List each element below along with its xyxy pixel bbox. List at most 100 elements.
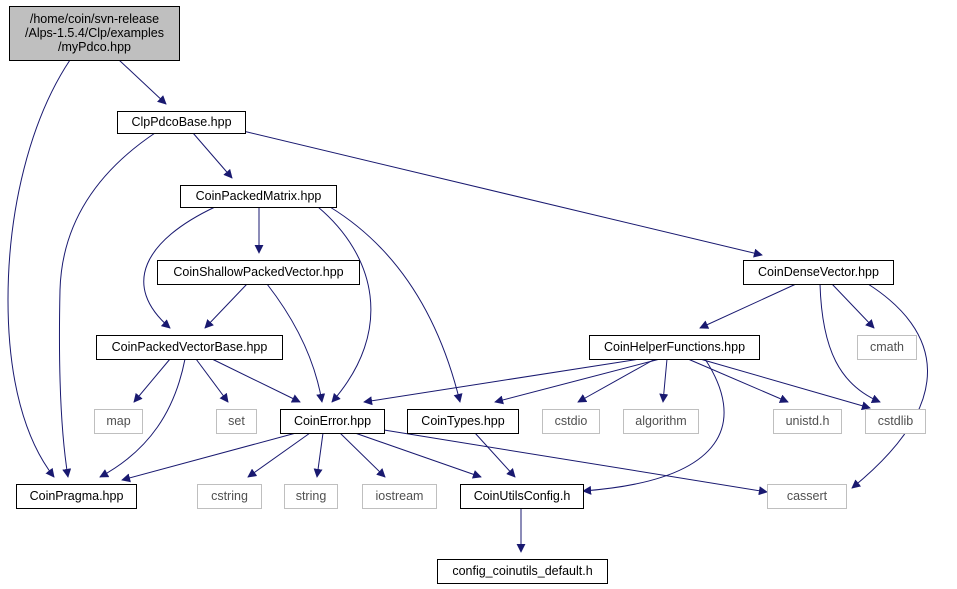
edge-coinhelperfunctions-to-coinutilsconfig [582,358,725,495]
node-map: map [94,409,143,434]
node-cstdlib: cstdlib [865,409,926,434]
edge-coinpackedmatrix-to-coinerror [317,206,372,403]
node-box [96,335,283,360]
node-box [743,260,894,285]
node-label: /home/coin/svn-release [30,12,159,26]
node-box [589,335,760,360]
edge-coinpackedmatrix-to-cointypes [329,206,463,403]
node-cstdio: cstdio [542,409,600,434]
node-label: CoinPackedMatrix.hpp [196,189,322,203]
node-label: /Alps-1.5.4/Clp/examples [25,26,164,40]
node-label: config_coinutils_default.h [452,564,592,578]
edge-coindensevector-to-cstdlib [819,283,881,403]
node-cassert: cassert [767,484,847,509]
node-string: string [284,484,338,509]
node-label: CoinHelperFunctions.hpp [604,340,745,354]
node-label: set [228,414,245,428]
node-label: CoinTypes.hpp [421,414,504,428]
node-box [542,409,600,434]
edge-coinerror-to-coinpragma [121,432,297,483]
node-box [16,484,137,509]
node-algorithm: algorithm [623,409,699,434]
edge-coinpackedvectorbase-to-coinpragma [99,358,186,478]
node-label: CoinDenseVector.hpp [758,265,879,279]
edge-coinpackedvectorbase-to-set [195,358,229,403]
node-box [180,185,337,208]
node-label: /myPdco.hpp [58,40,131,54]
node-box [857,335,917,360]
node-label: cstdlib [878,414,913,428]
node-cstring: cstring [197,484,262,509]
edge-coindensevector-to-coinhelperfunctions [699,283,797,329]
node-label: iostream [376,489,424,503]
edge-coindensevector-to-cassert [851,283,928,489]
node-clppdcobase[interactable]: ClpPdcoBase.hpp [117,111,246,134]
node-label: map [106,414,130,428]
edge-mypdco-to-coinpragma [7,59,71,478]
edge-coinerror-to-cstring [247,432,311,478]
node-box [460,484,584,509]
edge-coinhelperfunctions-to-cointypes [494,358,661,405]
node-box [280,409,385,434]
edge-coinhelperfunctions-to-algorithm [659,358,669,403]
node-configdefault[interactable]: config_coinutils_default.h [437,559,608,584]
node-label: cstdio [555,414,588,428]
node-box [362,484,437,509]
edges-layer [7,59,928,553]
node-label: CoinPackedVectorBase.hpp [112,340,268,354]
node-coinshallowpackedvector[interactable]: CoinShallowPackedVector.hpp [157,260,360,285]
node-coinerror[interactable]: CoinError.hpp [280,409,385,434]
node-label: string [296,489,327,503]
nodes-layer: /home/coin/svn-release/Alps-1.5.4/Clp/ex… [9,6,926,584]
edge-clppdcobase-to-coinpackedmatrix [192,132,233,179]
node-box [216,409,257,434]
node-box [623,409,699,434]
edge-coinshallowpackedvector-to-coinpackedvectorbase [204,283,248,329]
node-label: CoinError.hpp [294,414,371,428]
node-box [767,484,847,509]
node-box [284,484,338,509]
edge-coinpackedmatrix-to-coinpackedvectorbase [143,206,216,329]
node-label: ClpPdcoBase.hpp [131,115,231,129]
node-cointypes[interactable]: CoinTypes.hpp [407,409,519,434]
node-coinhelperfunctions[interactable]: CoinHelperFunctions.hpp [589,335,760,360]
edge-coindensevector-to-cmath [831,283,875,329]
node-label: CoinShallowPackedVector.hpp [173,265,343,279]
edge-coinhelperfunctions-to-coinerror [363,358,641,406]
node-box [865,409,926,434]
node-label: cstring [211,489,248,503]
edge-clppdcobase-to-coindensevector [242,130,763,258]
node-coinpackedmatrix[interactable]: CoinPackedMatrix.hpp [180,185,337,208]
node-box [773,409,842,434]
node-mypdco[interactable]: /home/coin/svn-release/Alps-1.5.4/Clp/ex… [9,6,180,61]
edge-mypdco-to-clppdcobase [118,59,167,105]
edge-clppdcobase-to-coinpragma [58,132,156,478]
node-box [94,409,143,434]
node-box [197,484,262,509]
node-coinutilsconfig[interactable]: CoinUtilsConfig.h [460,484,584,509]
node-box [437,559,608,584]
edge-coinhelperfunctions-to-unistd [687,358,789,403]
node-set: set [216,409,257,434]
node-label: unistd.h [786,414,830,428]
node-label: cassert [787,489,828,503]
edge-coinerror-to-coinutilsconfig [354,432,482,479]
node-label: cmath [870,340,904,354]
node-coindensevector[interactable]: CoinDenseVector.hpp [743,260,894,285]
node-label: CoinUtilsConfig.h [474,489,571,503]
node-label: algorithm [635,414,686,428]
edge-coinerror-to-cassert [383,429,768,496]
node-coinpackedvectorbase[interactable]: CoinPackedVectorBase.hpp [96,335,283,360]
node-box [407,409,519,434]
edge-coinhelperfunctions-to-cstdio [577,358,656,403]
edge-coinpackedvectorbase-to-map [133,358,171,403]
edge-coinpackedvectorbase-to-coinerror [211,358,301,403]
edge-coinerror-to-iostream [339,432,386,478]
node-box [157,260,360,285]
node-coinpragma[interactable]: CoinPragma.hpp [16,484,137,509]
node-iostream: iostream [362,484,437,509]
node-cmath: cmath [857,335,917,360]
edge-coinerror-to-string [313,432,324,478]
node-unistd: unistd.h [773,409,842,434]
